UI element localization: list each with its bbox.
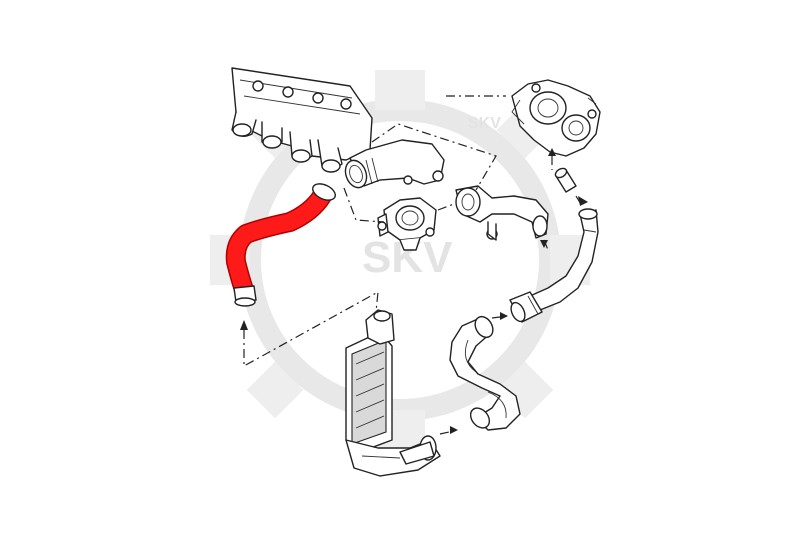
- arrow-heads: [240, 148, 588, 434]
- manifold-runners: [231, 111, 343, 173]
- highlighted-hose: [225, 183, 336, 307]
- turbo-coupling: [554, 167, 577, 193]
- leader-egr-pipe: [437, 203, 455, 211]
- hose-upper-clamp: [312, 183, 336, 201]
- egr-pipe: [455, 185, 549, 241]
- arrow-right-icon: [500, 312, 508, 320]
- intercooler-hose: [449, 315, 521, 431]
- turbo-outlet-pipe: [509, 208, 599, 323]
- arrow-down-icon: [540, 240, 548, 248]
- turbocharger: [511, 79, 601, 157]
- leader-egr-valve: [343, 187, 385, 223]
- intake-elbow: [344, 139, 445, 189]
- arrow-icon: [578, 196, 588, 206]
- egr-valve: [377, 197, 437, 251]
- intake-manifold: [231, 67, 373, 173]
- arrow-right-icon: [450, 426, 458, 434]
- leader-intercooler-outlet: [439, 429, 459, 435]
- leader-intake-elbow: [371, 123, 497, 191]
- watermark-text-small: SKV: [468, 115, 501, 132]
- arrow-up-icon: [548, 148, 556, 156]
- intercooler: [345, 309, 441, 477]
- arrow-up-icon: [240, 320, 248, 330]
